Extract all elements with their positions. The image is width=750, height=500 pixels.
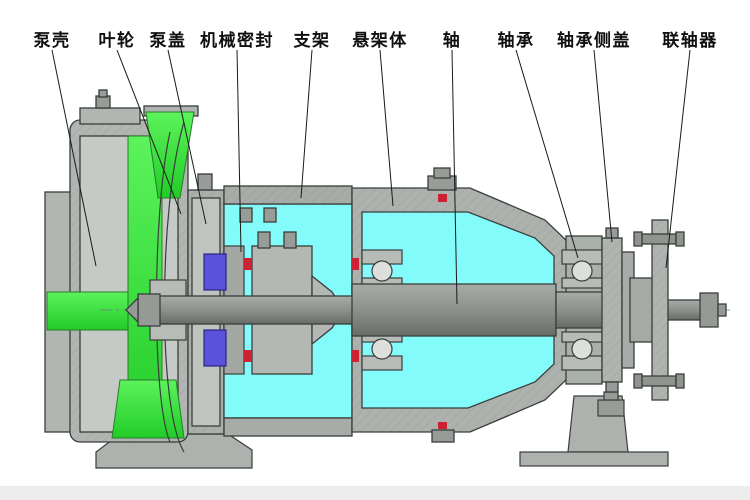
label-pump-casing: 泵壳 xyxy=(33,31,71,51)
bottom-margin xyxy=(0,486,750,500)
coupling xyxy=(629,219,685,401)
label-bearing-side-cover: 轴承侧盖 xyxy=(557,31,631,51)
shaft xyxy=(100,283,730,337)
bearing-side-cover xyxy=(601,227,635,393)
leader-coupling xyxy=(665,49,691,269)
label-bearing: 轴承 xyxy=(497,31,535,51)
leader-bearing-side-cover xyxy=(593,49,613,243)
leader-bearing xyxy=(515,49,579,259)
leader-pump-cover xyxy=(167,49,207,225)
label-pump-cover: 泵盖 xyxy=(149,31,187,51)
label-bracket: 支架 xyxy=(293,31,331,51)
label-mechanical-seal: 机械密封 xyxy=(200,31,274,51)
label-shaft: 轴 xyxy=(442,31,462,51)
leader-bracket xyxy=(300,49,313,199)
label-coupling: 联轴器 xyxy=(662,31,718,51)
leader-shaft xyxy=(451,49,458,305)
mechanical-seal xyxy=(203,245,252,375)
leader-lines xyxy=(51,49,691,305)
leader-mechanical-seal xyxy=(236,49,242,253)
label-suspension-body: 悬架体 xyxy=(352,31,408,51)
label-impeller: 叶轮 xyxy=(98,31,136,51)
leader-impeller xyxy=(116,49,182,215)
leader-suspension-body xyxy=(379,49,394,207)
leader-pump-casing xyxy=(51,49,97,267)
